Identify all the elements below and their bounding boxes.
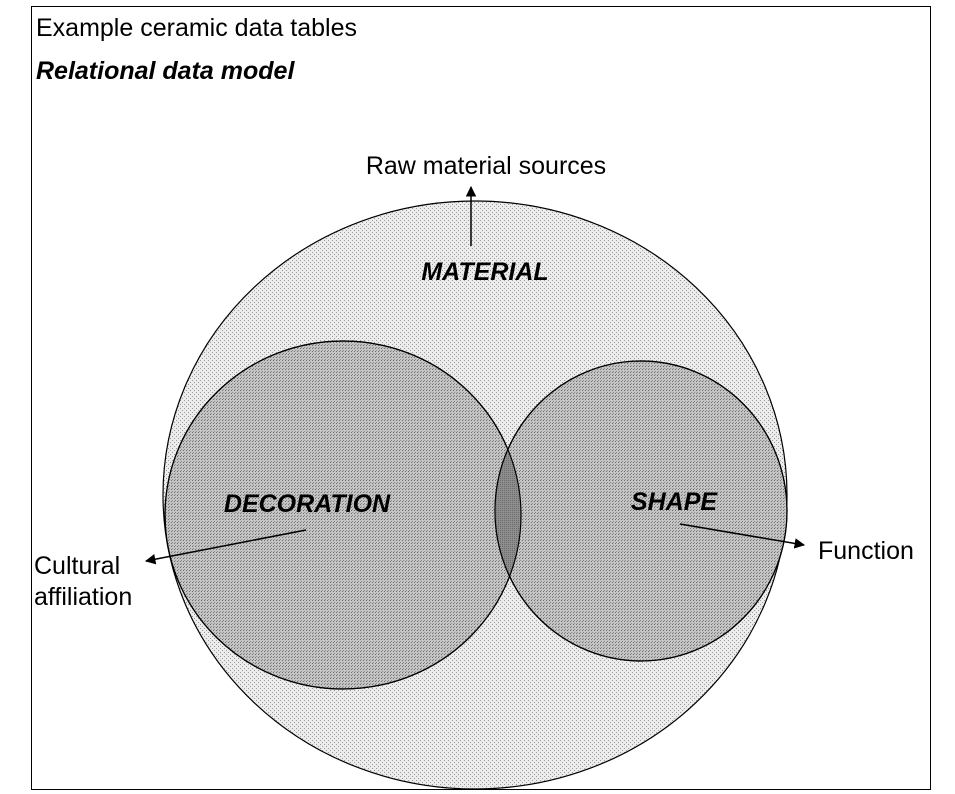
raw-material-sources-label: Raw material sources: [366, 152, 606, 180]
diagram-subtitle: Relational data model: [36, 57, 295, 85]
arrow-function: [679, 523, 806, 549]
decoration-label: DECORATION: [224, 490, 391, 518]
decoration-outline: [164, 340, 522, 690]
material-label: MATERIAL: [421, 258, 548, 286]
diagram-frame: [31, 6, 931, 790]
cultural-affiliation-label-line2: affiliation: [34, 583, 132, 611]
shape-outline: [494, 360, 788, 662]
arrow-cultural-affiliation: [144, 529, 307, 565]
function-label: Function: [818, 537, 914, 565]
cultural-affiliation-label-line1: Cultural: [34, 552, 120, 580]
shape-label: SHAPE: [631, 488, 718, 516]
diagram-title: Example ceramic data tables: [36, 14, 357, 42]
